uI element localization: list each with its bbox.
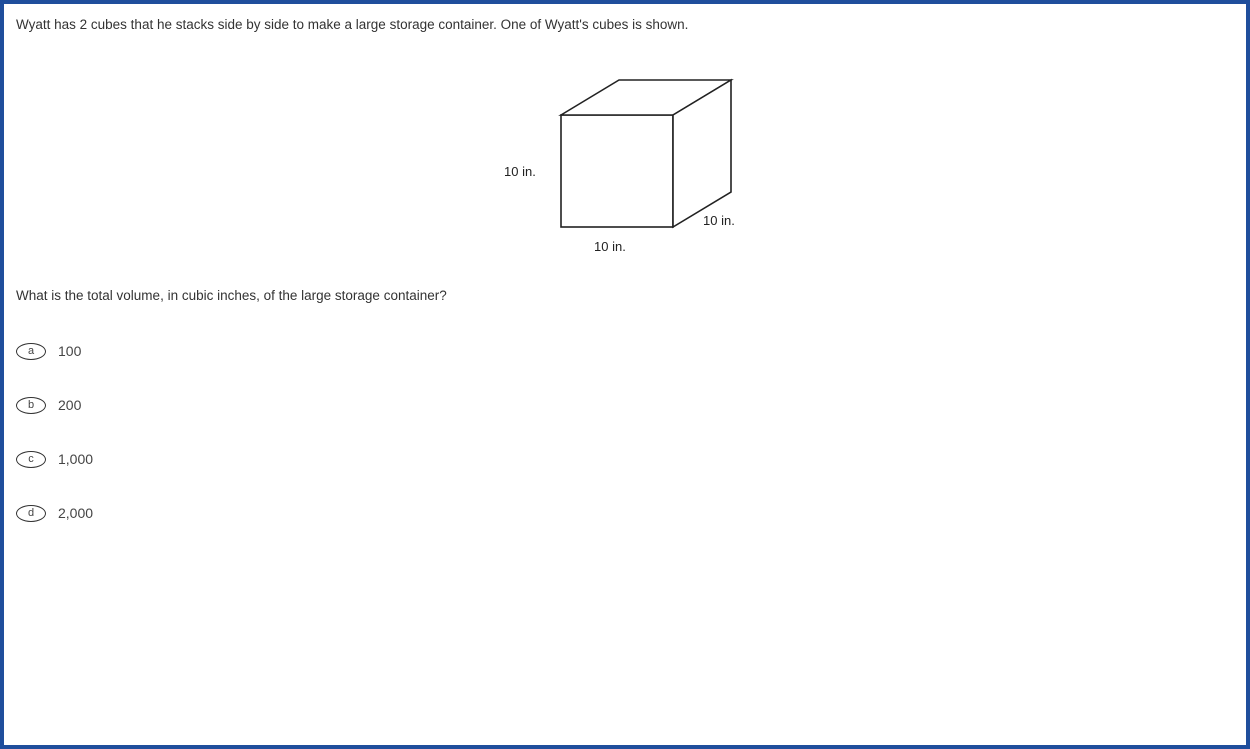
choice-b-text: 200	[58, 397, 82, 413]
cube-figure: 10 in. 10 in. 10 in.	[494, 70, 774, 266]
choice-c-text: 1,000	[58, 451, 94, 467]
question-prompt: What is the total volume, in cubic inche…	[16, 288, 447, 303]
choice-a[interactable]: a 100	[16, 337, 93, 365]
choice-c-bubble[interactable]: c	[16, 450, 46, 468]
cube-diagram: 10 in. 10 in. 10 in.	[504, 78, 735, 254]
answer-choices: a 100 b 200 c 1,000 d 2,000	[16, 337, 93, 553]
choice-d-bubble[interactable]: d	[16, 504, 46, 522]
choice-a-bubble[interactable]: a	[16, 342, 46, 360]
question-stem: Wyatt has 2 cubes that he stacks side by…	[16, 17, 689, 32]
cube-side-face	[672, 78, 732, 229]
height-label: 10 in.	[504, 164, 536, 179]
choice-d[interactable]: d 2,000	[16, 499, 93, 527]
choice-b[interactable]: b 200	[16, 391, 93, 419]
choice-c[interactable]: c 1,000	[16, 445, 93, 473]
cube-front-face	[560, 114, 674, 228]
width-label: 10 in.	[594, 239, 626, 254]
depth-label: 10 in.	[703, 213, 735, 228]
choice-a-text: 100	[58, 343, 82, 359]
choice-b-bubble[interactable]: b	[16, 396, 46, 414]
choice-d-text: 2,000	[58, 505, 94, 521]
